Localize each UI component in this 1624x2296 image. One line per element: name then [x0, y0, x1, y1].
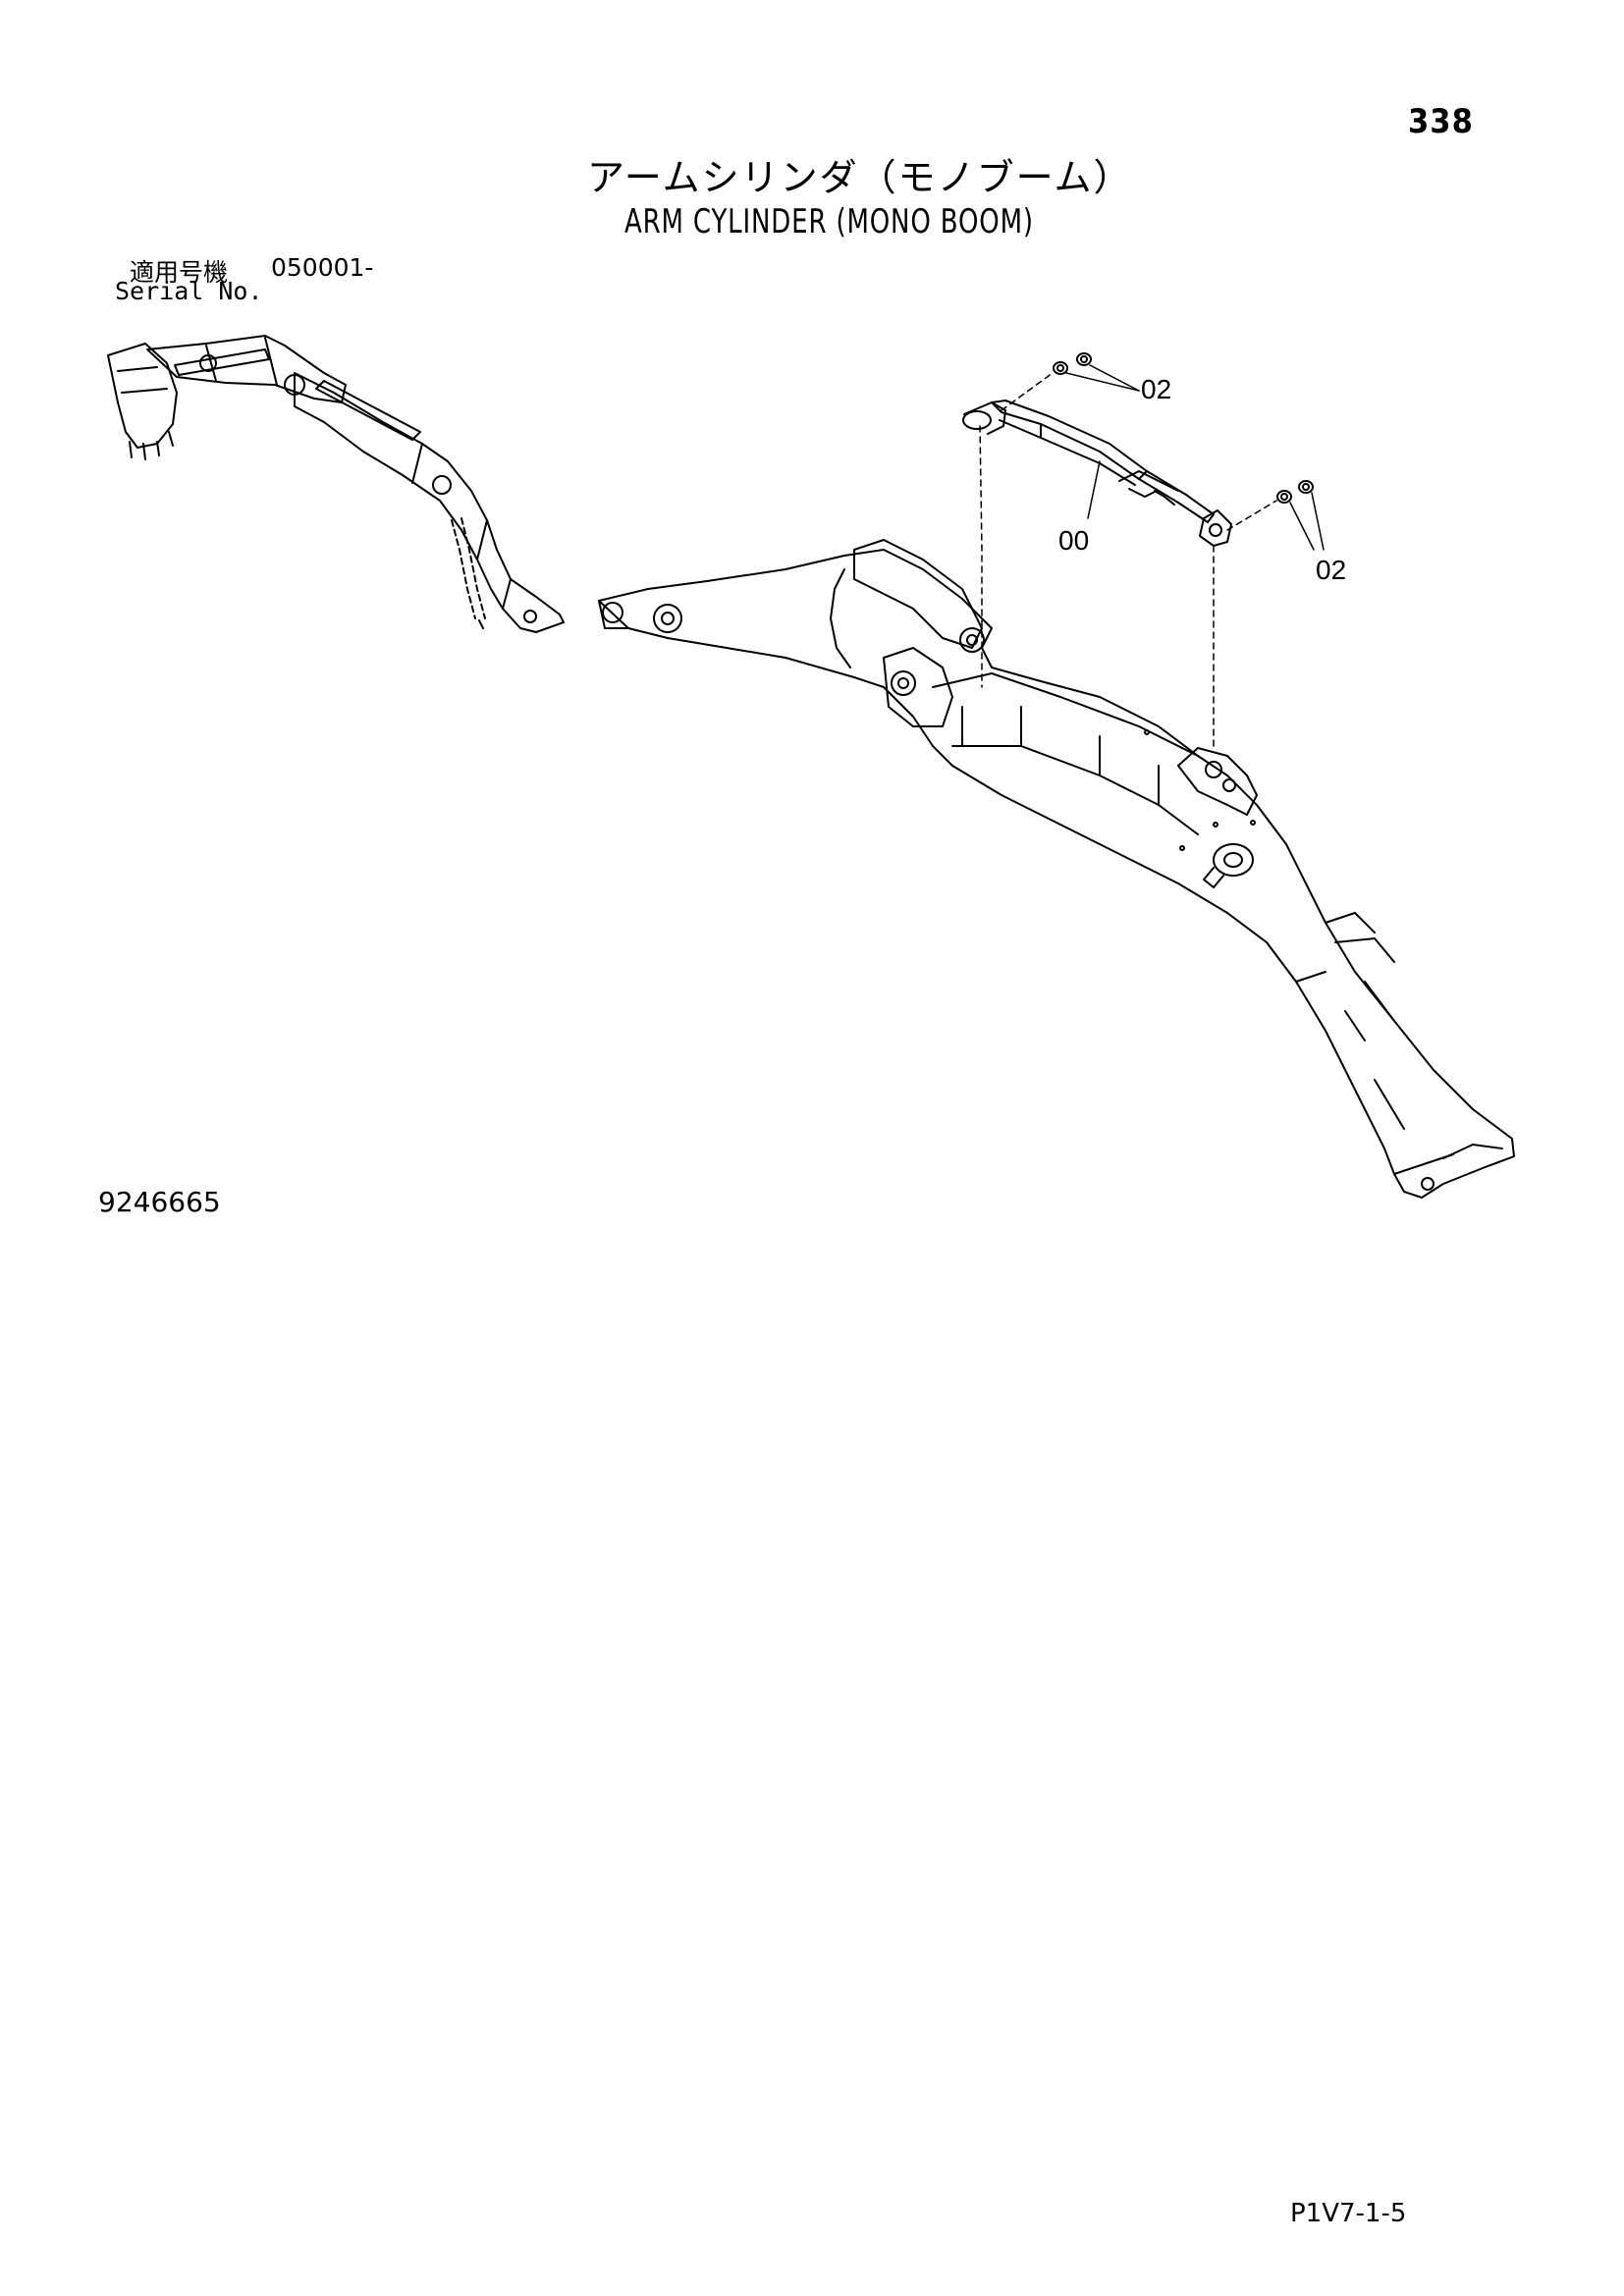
arm-cylinder-drawing [962, 400, 1232, 547]
serial-label-english: Serial No. [115, 277, 263, 305]
document-code: P1V7-1-5 [1290, 2199, 1407, 2228]
page-number: 338 [1408, 102, 1474, 141]
seal-set-lower-drawing [1276, 480, 1314, 504]
callout-02-lower: 02 [1316, 555, 1346, 585]
callout-00: 00 [1058, 525, 1089, 556]
page-title-japanese: アームシリンダ（モノブーム） [587, 156, 1133, 199]
seal-set-upper-drawing [1053, 352, 1092, 375]
serial-number-range: 050001- [271, 253, 374, 282]
assembly-guide-lines [979, 372, 1277, 747]
callout-02-upper: 02 [1141, 374, 1171, 404]
overview-front-attachment [107, 335, 565, 633]
page-title-english: ARM CYLINDER (MONO BOOM) [624, 202, 1034, 241]
drawing-number: 9246665 [98, 1186, 221, 1218]
callout-leaders [1065, 364, 1325, 551]
boom-drawing [598, 539, 1515, 1199]
serial-label-japanese: 適用号機 [130, 258, 229, 287]
